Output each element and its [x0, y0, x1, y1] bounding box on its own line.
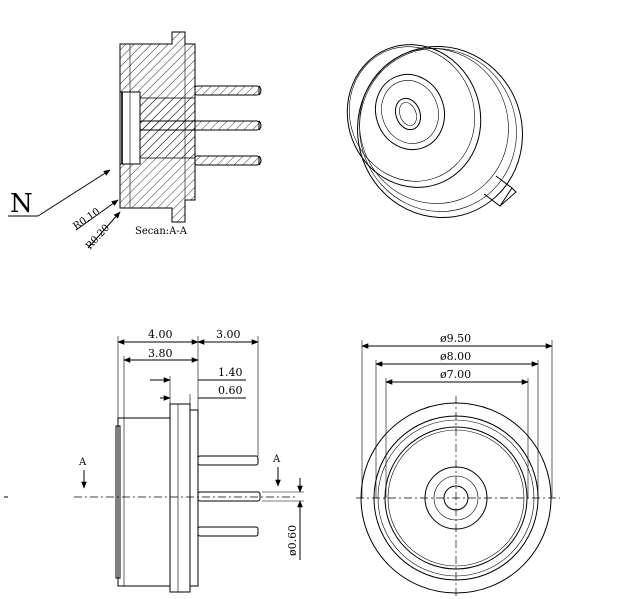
- label-r020: R0.20: [84, 223, 112, 253]
- section-pins: [139, 85, 262, 166]
- dim-0-60-top: 0.60: [218, 384, 243, 397]
- section-view: N R0.10 R0.20 Secan:A-A: [8, 31, 262, 253]
- front-view: ø9.50 ø8.00 ø7.00: [356, 332, 560, 596]
- isometric-view: [346, 44, 523, 219]
- dim-3-00: 3.00: [216, 328, 241, 341]
- dia-9-50: ø9.50: [440, 332, 471, 345]
- side-body: [117, 417, 171, 587]
- side-view: A A 4.00 3.80 3.00 1.40 0.60 ø0.60: [4, 328, 304, 593]
- label-n: N: [10, 189, 33, 219]
- section-caption: Secan:A-A: [135, 226, 188, 237]
- section-marker-right: A: [272, 454, 281, 465]
- dim-1-40: 1.40: [218, 366, 243, 379]
- dia-8-00: ø8.00: [440, 350, 471, 363]
- section-marker-left: A: [78, 457, 87, 468]
- dim-4-00: 4.00: [148, 328, 173, 341]
- dim-3-80: 3.80: [148, 347, 173, 360]
- side-pins: [197, 455, 261, 537]
- dia-7-00: ø7.00: [440, 368, 471, 381]
- side-flange: [169, 403, 191, 593]
- dim-0-60-pin: ø0.60: [286, 525, 299, 556]
